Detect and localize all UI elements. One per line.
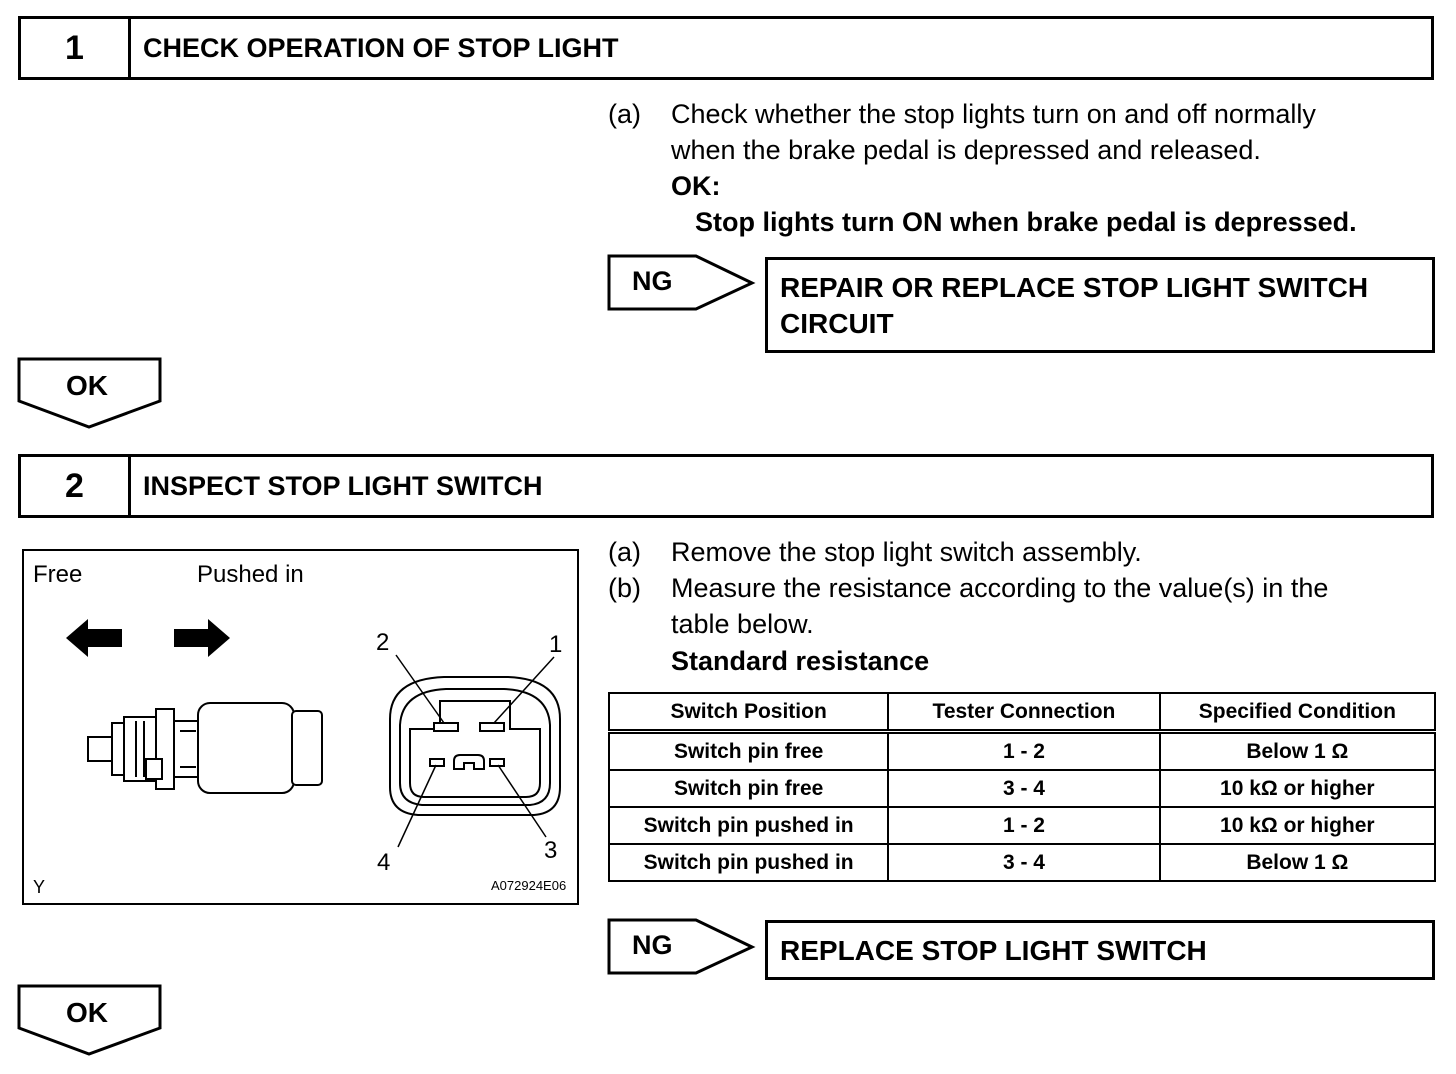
- switch-illustration: [66, 619, 561, 848]
- terminal-3-label: 3: [544, 837, 558, 864]
- table-header-cell: Tester Connection: [887, 692, 1161, 734]
- connector-front-view: [389, 676, 561, 816]
- step-1-ng-action-line1: REPAIR OR REPLACE STOP LIGHT SWITCH: [780, 272, 1369, 303]
- pushed-direction-arrow-icon: [174, 619, 230, 657]
- table-row: Switch pin pushed in 1 - 2 10 kΩ or high…: [607, 806, 1437, 845]
- table-cell: Below 1 Ω: [1158, 843, 1437, 882]
- step-2-ng-action-box: REPLACE STOP LIGHT SWITCH: [765, 920, 1435, 980]
- step-1-ng-arrow: [607, 254, 756, 311]
- step-2-ng-action: REPLACE STOP LIGHT SWITCH: [780, 935, 1207, 966]
- terminal-1-label: 1: [549, 631, 563, 658]
- table-cell: Switch pin pushed in: [607, 843, 890, 882]
- step-1-ok-label: OK: [66, 370, 108, 401]
- figure-pushed-label: Pushed in: [197, 561, 304, 588]
- figure-free-label: Free: [33, 561, 83, 588]
- table-cell: 1 - 2: [887, 806, 1161, 845]
- switch-figure: Free Pushed in: [22, 549, 579, 905]
- step-2-ok-label: OK: [66, 997, 108, 1028]
- table-cell: 10 kΩ or higher: [1158, 769, 1437, 808]
- step-1-item-a-line1: Check whether the stop lights turn on an…: [671, 99, 1316, 129]
- step-1-ng-action-box: REPAIR OR REPLACE STOP LIGHT SWITCH CIRC…: [765, 257, 1435, 353]
- step-2-header: 2 INSPECT STOP LIGHT SWITCH: [18, 454, 1434, 518]
- figure-corner-mark: Y: [33, 877, 46, 897]
- step-2-item-b-line1: Measure the resistance according to the …: [671, 573, 1329, 603]
- table-cell: Switch pin pushed in: [607, 806, 890, 845]
- step-2-ng-arrow: [607, 918, 756, 975]
- terminal-2-label: 2: [376, 629, 390, 656]
- step-2-ng-label: NG: [632, 930, 673, 960]
- step-1-number: 1: [21, 19, 131, 77]
- table-row: Switch pin free 1 - 2 Below 1 Ω: [607, 730, 1437, 771]
- table-cell: 3 - 4: [887, 769, 1161, 808]
- step-2-number: 2: [21, 457, 131, 515]
- step-2-item-b-line2: table below.: [671, 609, 814, 639]
- table-row: Switch pin free 3 - 4 10 kΩ or higher: [607, 769, 1437, 808]
- terminal-leader-lines: [395, 654, 555, 848]
- table-cell: Switch pin free: [607, 769, 890, 808]
- terminal-4-label: 4: [377, 849, 391, 876]
- step-1-title: CHECK OPERATION OF STOP LIGHT: [143, 32, 619, 63]
- step-2-item-a-text: Remove the stop light switch assembly.: [671, 537, 1142, 567]
- step-1-ok-heading: OK:: [671, 171, 721, 201]
- step-1-ng-action-line2: CIRCUIT: [780, 308, 894, 339]
- figure-code: A072924E06: [491, 878, 567, 893]
- step-2-item-a-marker: (a): [608, 537, 641, 567]
- step-1-ok-arrow: [17, 357, 162, 429]
- table-cell: 1 - 2: [887, 730, 1161, 771]
- table-cell: 3 - 4: [887, 843, 1161, 882]
- table-row: Switch pin pushed in 3 - 4 Below 1 Ω: [607, 843, 1437, 882]
- table-cell: 10 kΩ or higher: [1158, 806, 1437, 845]
- step-1-ok-criteria: Stop lights turn ON when brake pedal is …: [695, 207, 1357, 237]
- table-header-cell: Specified Condition: [1158, 692, 1437, 734]
- step-1-header: 1 CHECK OPERATION OF STOP LIGHT: [18, 16, 1434, 80]
- table-header-cell: Switch Position: [607, 692, 890, 734]
- step-2-item-b-marker: (b): [608, 573, 641, 603]
- step-1-item-a-marker: (a): [608, 99, 641, 129]
- resistance-spec-table: Switch Position Tester Connection Specif…: [607, 692, 1437, 882]
- table-cell: Switch pin free: [607, 730, 890, 771]
- free-direction-arrow-icon: [66, 619, 122, 657]
- stop-light-switch-side-view: [87, 702, 323, 794]
- step-2-ok-arrow: [17, 984, 162, 1056]
- step-1-ng-label: NG: [632, 266, 673, 296]
- table-header-row: Switch Position Tester Connection Specif…: [607, 692, 1437, 734]
- step-2-title: INSPECT STOP LIGHT SWITCH: [143, 470, 543, 501]
- step-1-item-a-line2: when the brake pedal is depressed and re…: [671, 135, 1261, 165]
- standard-resistance-heading: Standard resistance: [671, 646, 930, 676]
- table-cell: Below 1 Ω: [1158, 730, 1437, 771]
